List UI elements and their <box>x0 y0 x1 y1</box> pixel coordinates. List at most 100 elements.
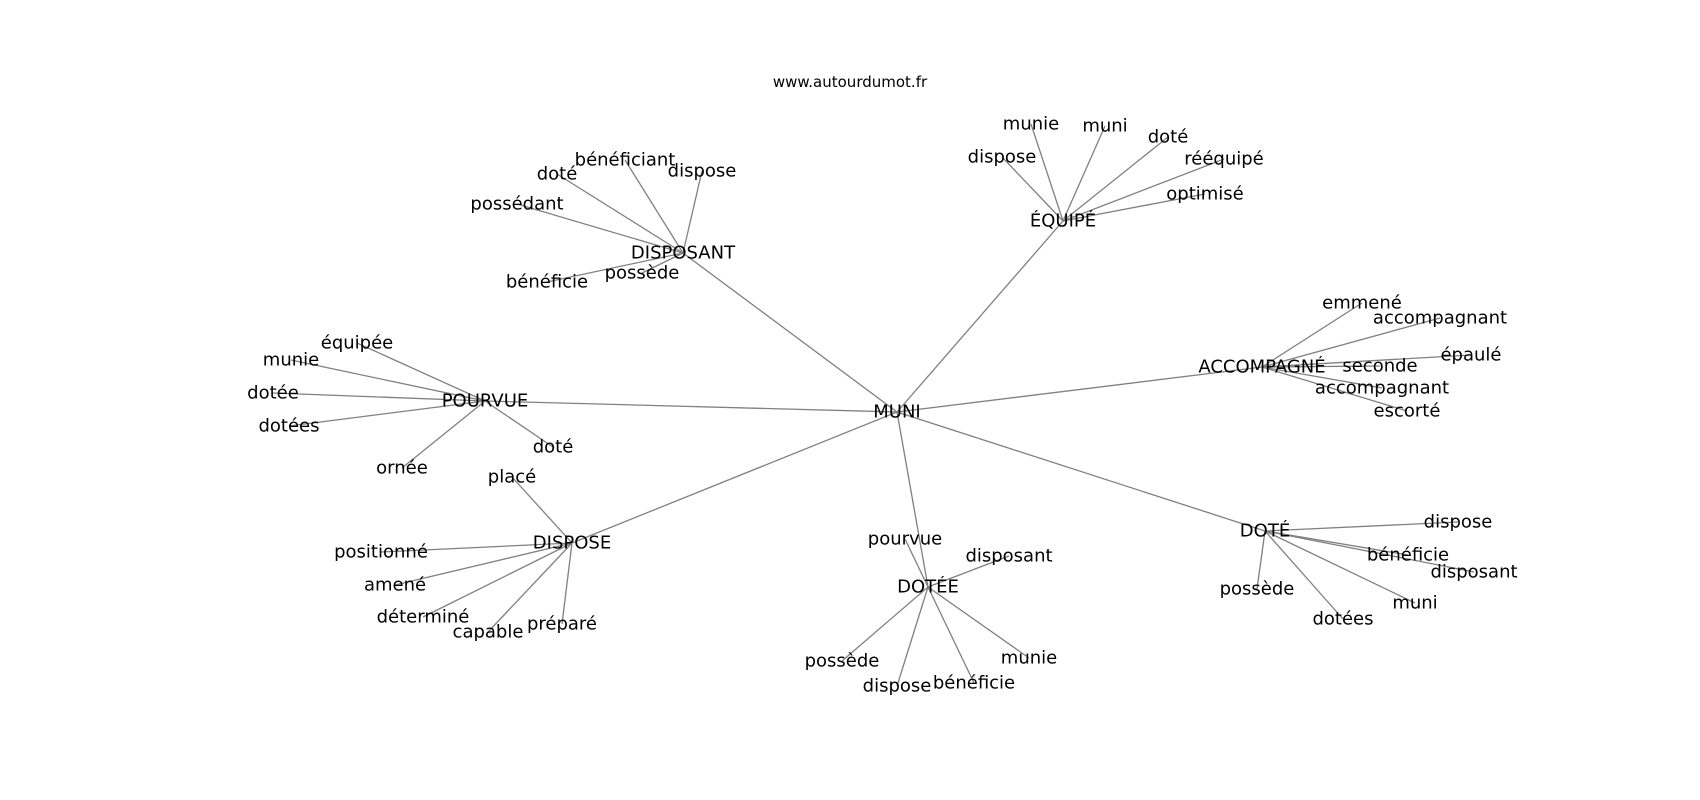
edge-center-to-hub-0 <box>682 252 898 413</box>
edge-hub-3-leaf-3 <box>288 400 486 427</box>
leaf-word[interactable]: rééquipé <box>1184 149 1264 170</box>
leaf-word[interactable]: accompagnant <box>1373 308 1507 329</box>
edge-hub-4-leaf-0 <box>511 476 573 544</box>
edge-hub-2-leaf-2 <box>1261 354 1472 368</box>
leaf-word[interactable]: doté <box>537 164 578 185</box>
leaf-word[interactable]: munie <box>1003 114 1059 135</box>
leaf-word[interactable]: munie <box>1001 648 1057 669</box>
leaf-word[interactable]: optimisé <box>1166 184 1243 205</box>
leaf-word[interactable]: placé <box>488 467 536 488</box>
leaf-word[interactable]: pourvue <box>868 529 942 550</box>
edge-hub-6-leaf-3 <box>1256 530 1266 590</box>
edge-hub-5-leaf-3 <box>927 586 1030 659</box>
edge-hub-0-leaf-1 <box>556 173 684 254</box>
leaf-word[interactable]: possède <box>1220 579 1295 600</box>
edge-hub-3-leaf-4 <box>484 400 554 448</box>
hub-word[interactable]: POURVUE <box>442 391 529 412</box>
leaf-word[interactable]: accompagnant <box>1315 378 1449 399</box>
edge-hub-5-leaf-0 <box>904 538 929 588</box>
edge-center-to-hub-3 <box>484 400 898 413</box>
leaf-word[interactable]: dotée <box>247 383 299 404</box>
leaf-word[interactable]: doté <box>1148 127 1189 148</box>
hub-word[interactable]: ÉQUIPÉ <box>1030 210 1096 232</box>
leaf-word[interactable]: ornée <box>376 458 428 479</box>
leaf-word[interactable]: disposant <box>965 546 1052 567</box>
edge-hub-5-leaf-1 <box>927 555 1010 588</box>
leaf-word[interactable]: possède <box>805 651 880 672</box>
hub-word[interactable]: ACCOMPAGNÉ <box>1198 356 1325 378</box>
edge-hub-2-leaf-0 <box>1261 302 1363 368</box>
leaf-word[interactable]: amené <box>364 575 426 596</box>
edge-hub-2-leaf-3 <box>1261 365 1381 368</box>
edge-hub-6-leaf-5 <box>1264 530 1344 620</box>
leaf-word[interactable]: dotées <box>258 416 319 437</box>
edge-center-to-hub-4 <box>571 411 898 544</box>
edge-hub-4-leaf-5 <box>561 542 573 625</box>
leaf-word[interactable]: doté <box>533 437 574 458</box>
edge-hub-1-leaf-0 <box>1030 123 1064 222</box>
leaf-word[interactable]: dotées <box>1312 609 1373 630</box>
edge-center-to-hub-6 <box>896 411 1266 532</box>
edge-hub-3-leaf-2 <box>272 392 486 402</box>
edge-hub-6-leaf-4 <box>1264 530 1416 604</box>
leaf-word[interactable]: munie <box>263 350 319 371</box>
leaf-word[interactable]: dispose <box>1424 512 1493 533</box>
leaf-word[interactable]: capable <box>453 622 524 643</box>
edge-hub-5-leaf-2 <box>841 586 929 662</box>
edge-hub-4-leaf-1 <box>380 542 573 553</box>
leaf-word[interactable]: bénéficiant <box>575 150 676 171</box>
leaf-word[interactable]: positionné <box>334 542 428 563</box>
leaf-word[interactable]: disposant <box>1430 562 1517 583</box>
edge-hub-1-leaf-4 <box>1062 158 1225 222</box>
leaf-word[interactable]: escorté <box>1374 401 1441 422</box>
leaf-word[interactable]: muni <box>1392 593 1437 614</box>
leaf-word[interactable]: bénéficie <box>506 272 588 293</box>
edge-hub-0-leaf-4 <box>546 252 684 283</box>
leaf-word[interactable]: épaulé <box>1440 345 1501 366</box>
hub-word[interactable]: DISPOSANT <box>631 243 736 264</box>
leaf-word[interactable]: préparé <box>527 614 597 635</box>
edge-center-to-hub-1 <box>896 220 1064 413</box>
edge-hub-4-leaf-4 <box>487 542 573 633</box>
leaf-word[interactable]: dispose <box>863 676 932 697</box>
hub-word[interactable]: DOTÉ <box>1240 520 1290 542</box>
edge-hub-2-leaf-5 <box>1261 366 1408 412</box>
edge-hub-6-leaf-2 <box>1264 530 1475 573</box>
leaf-word[interactable]: emmené <box>1322 293 1402 314</box>
leaf-word[interactable]: bénéficie <box>1367 545 1449 566</box>
leaf-word[interactable]: dispose <box>668 161 737 182</box>
edge-hub-1-leaf-1 <box>1062 125 1106 222</box>
edge-hub-3-leaf-1 <box>290 359 486 402</box>
leaf-word[interactable]: dispose <box>968 147 1037 168</box>
edge-hub-1-leaf-2 <box>1062 136 1169 222</box>
leaf-word[interactable]: possède <box>605 263 680 284</box>
leaf-word[interactable]: déterminé <box>377 607 470 628</box>
edge-hub-2-leaf-1 <box>1261 317 1441 368</box>
edge-hub-5-leaf-5 <box>927 586 975 684</box>
edge-hub-4-leaf-2 <box>394 542 573 586</box>
leaf-word[interactable]: bénéficie <box>933 673 1015 694</box>
edge-hub-3-leaf-5 <box>401 400 486 469</box>
hub-word[interactable]: DISPOSE <box>533 533 611 554</box>
edge-hub-3-leaf-0 <box>356 342 486 402</box>
source-label: www.autourdumot.fr <box>773 73 928 91</box>
leaf-word[interactable]: muni <box>1082 116 1127 137</box>
leaf-word[interactable]: équipée <box>321 333 393 354</box>
edge-hub-0-leaf-2 <box>682 170 703 254</box>
edge-hub-6-leaf-0 <box>1264 521 1459 532</box>
edge-hub-2-leaf-4 <box>1261 366 1383 389</box>
center-word[interactable]: MUNI <box>873 402 920 423</box>
hub-word[interactable]: DOTÉE <box>897 576 959 598</box>
edge-hub-5-leaf-4 <box>896 586 929 687</box>
edge-center-to-hub-5 <box>896 411 929 588</box>
edge-hub-1-leaf-5 <box>1062 193 1206 222</box>
edge-hub-1-leaf-3 <box>1001 156 1064 222</box>
edge-hub-4-leaf-3 <box>422 542 573 618</box>
edge-hub-0-leaf-3 <box>516 203 684 254</box>
leaf-word[interactable]: seconde <box>1342 356 1417 377</box>
graph-edges <box>272 123 1475 687</box>
leaf-word[interactable]: possédant <box>470 194 563 215</box>
edge-hub-6-leaf-1 <box>1264 530 1409 556</box>
